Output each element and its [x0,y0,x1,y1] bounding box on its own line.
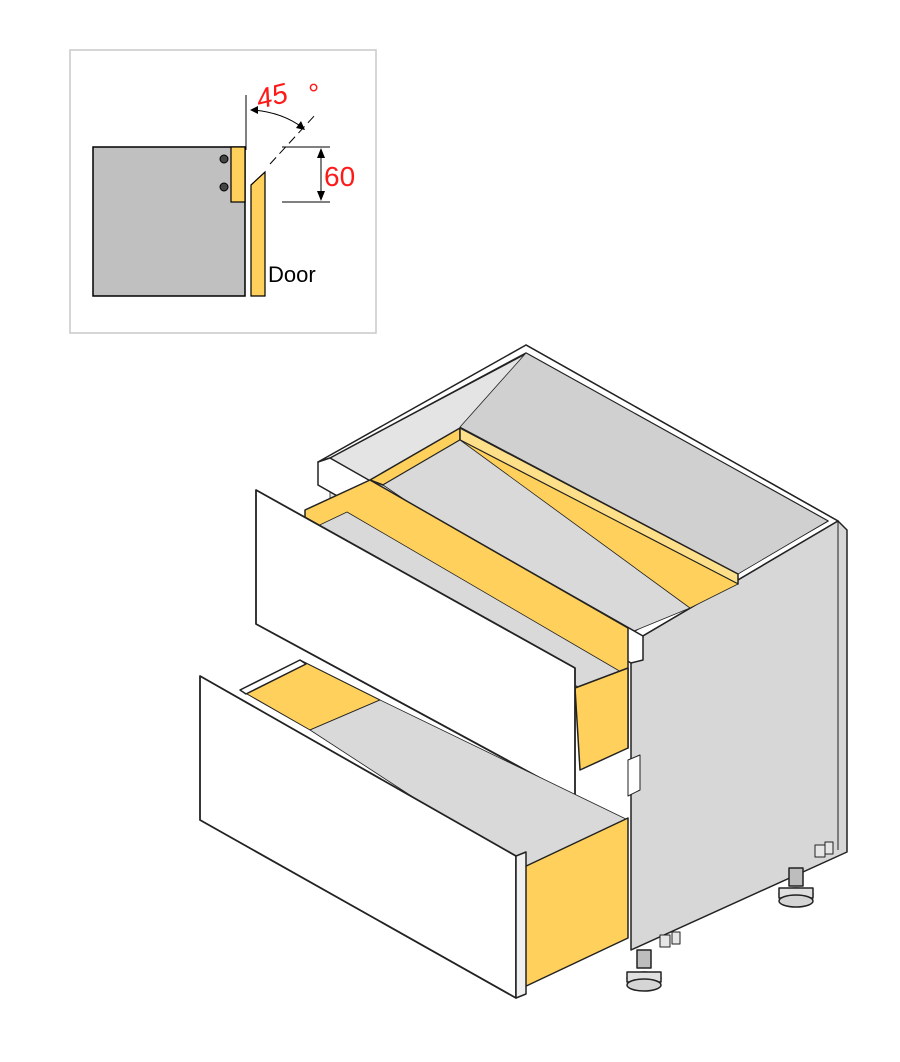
screw-icon [219,154,229,164]
door-section [250,170,266,297]
carcass-panel-section [92,146,246,297]
profile-detail-inset: 45 ° 60 Door [69,49,377,334]
arrowhead-icon [317,148,325,158]
bottom-drawer-back-strip [239,659,307,695]
bottom-drawer-front-edge [515,851,527,999]
gap-label: 60 [324,161,355,192]
middle-drawer-right-side [574,667,629,771]
screw-icon [219,182,229,192]
leg-bracket [659,841,834,948]
cabinet-right-side [630,520,848,951]
cabinet-illustration [199,344,848,999]
leg-icon [778,867,814,908]
arrowhead-icon [250,106,258,114]
side-notch [627,754,641,797]
arrowhead-icon [296,121,305,130]
rail-edge-section [230,146,246,203]
leg-icon [626,949,662,992]
arrowhead-icon [317,191,325,201]
degree-symbol: ° [308,78,319,109]
door-label: Door [268,262,316,287]
angle-ray-line [269,113,317,165]
